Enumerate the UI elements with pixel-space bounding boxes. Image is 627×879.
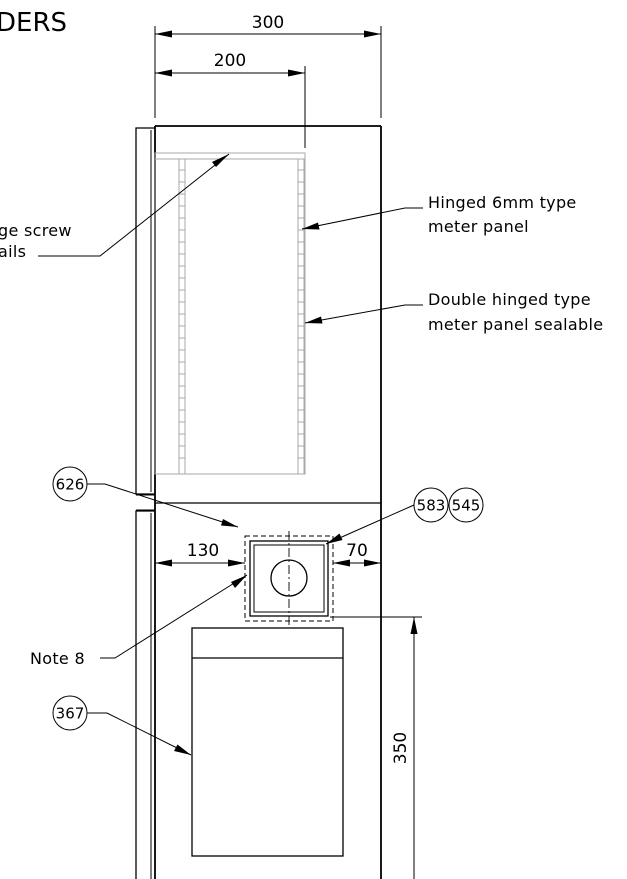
bubble-583-545: 583 545 (325, 487, 484, 545)
bubble-626: 626 (52, 466, 239, 528)
lower-unit (191, 627, 344, 857)
note-screw-line1: ge screw (0, 221, 72, 240)
dimension-height: 350 (330, 616, 422, 879)
meter-box (244, 531, 334, 626)
dimension-350-label: 350 (391, 732, 411, 764)
bubble-367: 367 (52, 695, 192, 756)
leader-screw-details: ge screw ails (0, 153, 230, 261)
left-door-lower (135, 510, 155, 879)
leader-note-8: Note 8 (30, 574, 248, 668)
left-door-upper (135, 127, 155, 495)
bubble-545-label: 545 (452, 497, 481, 515)
meter-panel-frame (154, 152, 306, 475)
dimension-130-label: 130 (187, 541, 219, 561)
dimension-overall-width: 300 (154, 13, 382, 118)
cabinet-body (136, 125, 382, 879)
note-8-label: Note 8 (30, 649, 85, 668)
dimension-panel-width: 200 (155, 51, 306, 148)
dimension-200-label: 200 (214, 51, 246, 71)
dimension-right-offset: 70 (333, 541, 381, 567)
bubble-626-label: 626 (56, 476, 85, 494)
note-hinged-line2: meter panel (428, 217, 529, 236)
dimension-300-label: 300 (252, 13, 284, 33)
note-double-line2: meter panel sealable (428, 315, 603, 334)
bubble-367-label: 367 (56, 705, 85, 723)
dimension-left-offset: 130 (155, 541, 245, 567)
note-screw-line2: ails (0, 242, 26, 261)
note-hinged-line1: Hinged 6mm type (428, 193, 577, 212)
note-double-line1: Double hinged type (428, 290, 591, 309)
leader-hinged-panel: Hinged 6mm type meter panel (301, 193, 577, 236)
dimension-70-label: 70 (346, 541, 368, 561)
drawing-title: DERS (0, 8, 67, 38)
leader-double-hinged: Double hinged type meter panel sealable (304, 290, 603, 334)
bubble-583-label: 583 (417, 497, 446, 515)
